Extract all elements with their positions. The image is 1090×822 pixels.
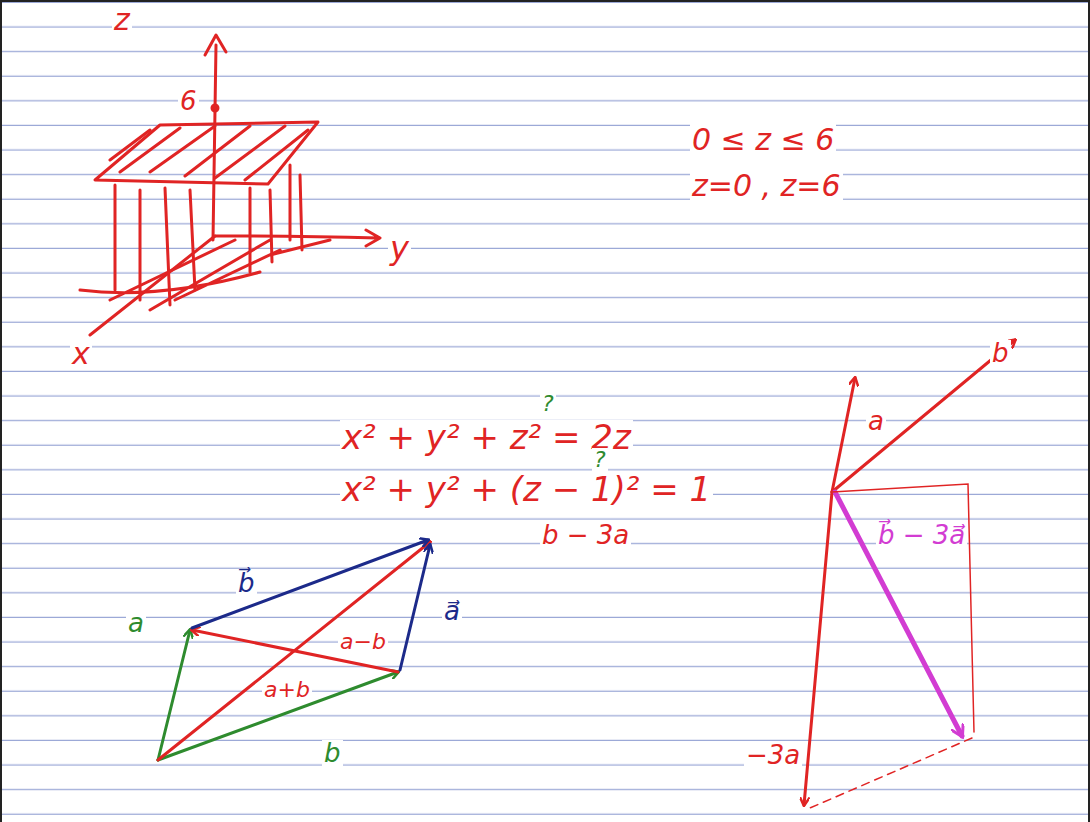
frame	[1088, 0, 1090, 822]
frame	[0, 0, 2, 822]
axis-value: 6	[178, 88, 199, 115]
vector-label: −3a	[744, 742, 802, 769]
vector-label: a⃗	[442, 598, 462, 625]
frame	[0, 0, 1090, 2]
equation: x² + y² + (z − 1)² = 1	[340, 472, 713, 508]
vector-label: a−b	[338, 630, 388, 653]
parallelogram-vectors	[158, 540, 430, 760]
scaled-vectors	[804, 340, 1015, 808]
equation: x² + y² + z² = 2z	[340, 420, 633, 456]
vector-label: b⃗	[236, 570, 257, 597]
vector-label: a+b	[262, 678, 312, 701]
bound-note: 0 ≤ z ≤ 6	[690, 124, 836, 156]
vector-label: b	[322, 740, 343, 767]
check-mark: ?	[592, 448, 608, 471]
vector-expression: b − 3a	[540, 522, 631, 549]
vector-label: a	[126, 610, 146, 637]
axis-name: y	[388, 232, 411, 266]
check-mark: ?	[540, 392, 556, 415]
vector-label: b	[990, 340, 1011, 367]
axis-name: z	[112, 4, 132, 36]
vector-label: a	[866, 408, 886, 435]
box-sketch	[80, 35, 380, 335]
axis-name: x	[70, 338, 92, 370]
vector-expression: b⃗ − 3a⃗	[876, 522, 967, 549]
bound-note: z=0 , z=6	[690, 170, 843, 202]
